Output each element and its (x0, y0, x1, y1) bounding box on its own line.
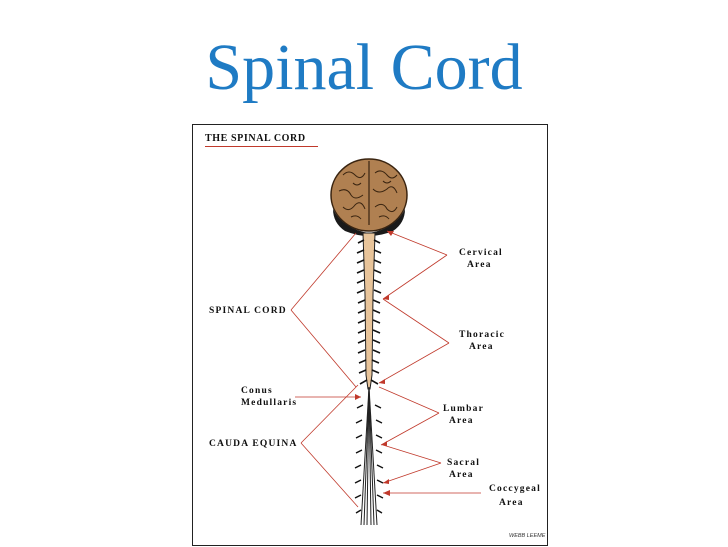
spinal-cord-diagram: SPINAL CORD Conus Medullaris CAUDA EQUIN… (209, 158, 546, 539)
artist-signature: WEBB LEEME (509, 533, 546, 539)
label-cervical-line1: Cervical (459, 248, 503, 258)
label-coccygeal-line1: Coccygeal (489, 484, 541, 494)
arrow-heads (355, 231, 394, 496)
spinal-cord-figure: THE SPINAL CORD (192, 124, 548, 546)
label-thoracic-line2: Area (469, 342, 494, 352)
label-lumbar-line2: Area (449, 416, 474, 426)
label-coccygeal-line2: Area (499, 498, 524, 508)
leader-lines (290, 230, 481, 508)
label-conus-line1: Conus (241, 386, 273, 396)
spinal-cord-body (354, 232, 384, 526)
label-lumbar-line1: Lumbar (443, 404, 484, 414)
figure-title-underline (205, 146, 318, 147)
figure-title: THE SPINAL CORD (205, 133, 306, 144)
label-sacral-line1: Sacral (447, 458, 480, 468)
label-spinal-cord: SPINAL CORD (209, 306, 287, 316)
label-cervical-line2: Area (467, 260, 492, 270)
label-conus-line2: Medullaris (241, 398, 297, 408)
label-thoracic-line1: Thoracic (459, 330, 505, 340)
label-cauda-equina: CAUDA EQUINA (209, 439, 298, 449)
slide-title: Spinal Cord (205, 31, 523, 104)
brain-illustration (330, 158, 408, 236)
label-sacral-line2: Area (449, 470, 474, 480)
